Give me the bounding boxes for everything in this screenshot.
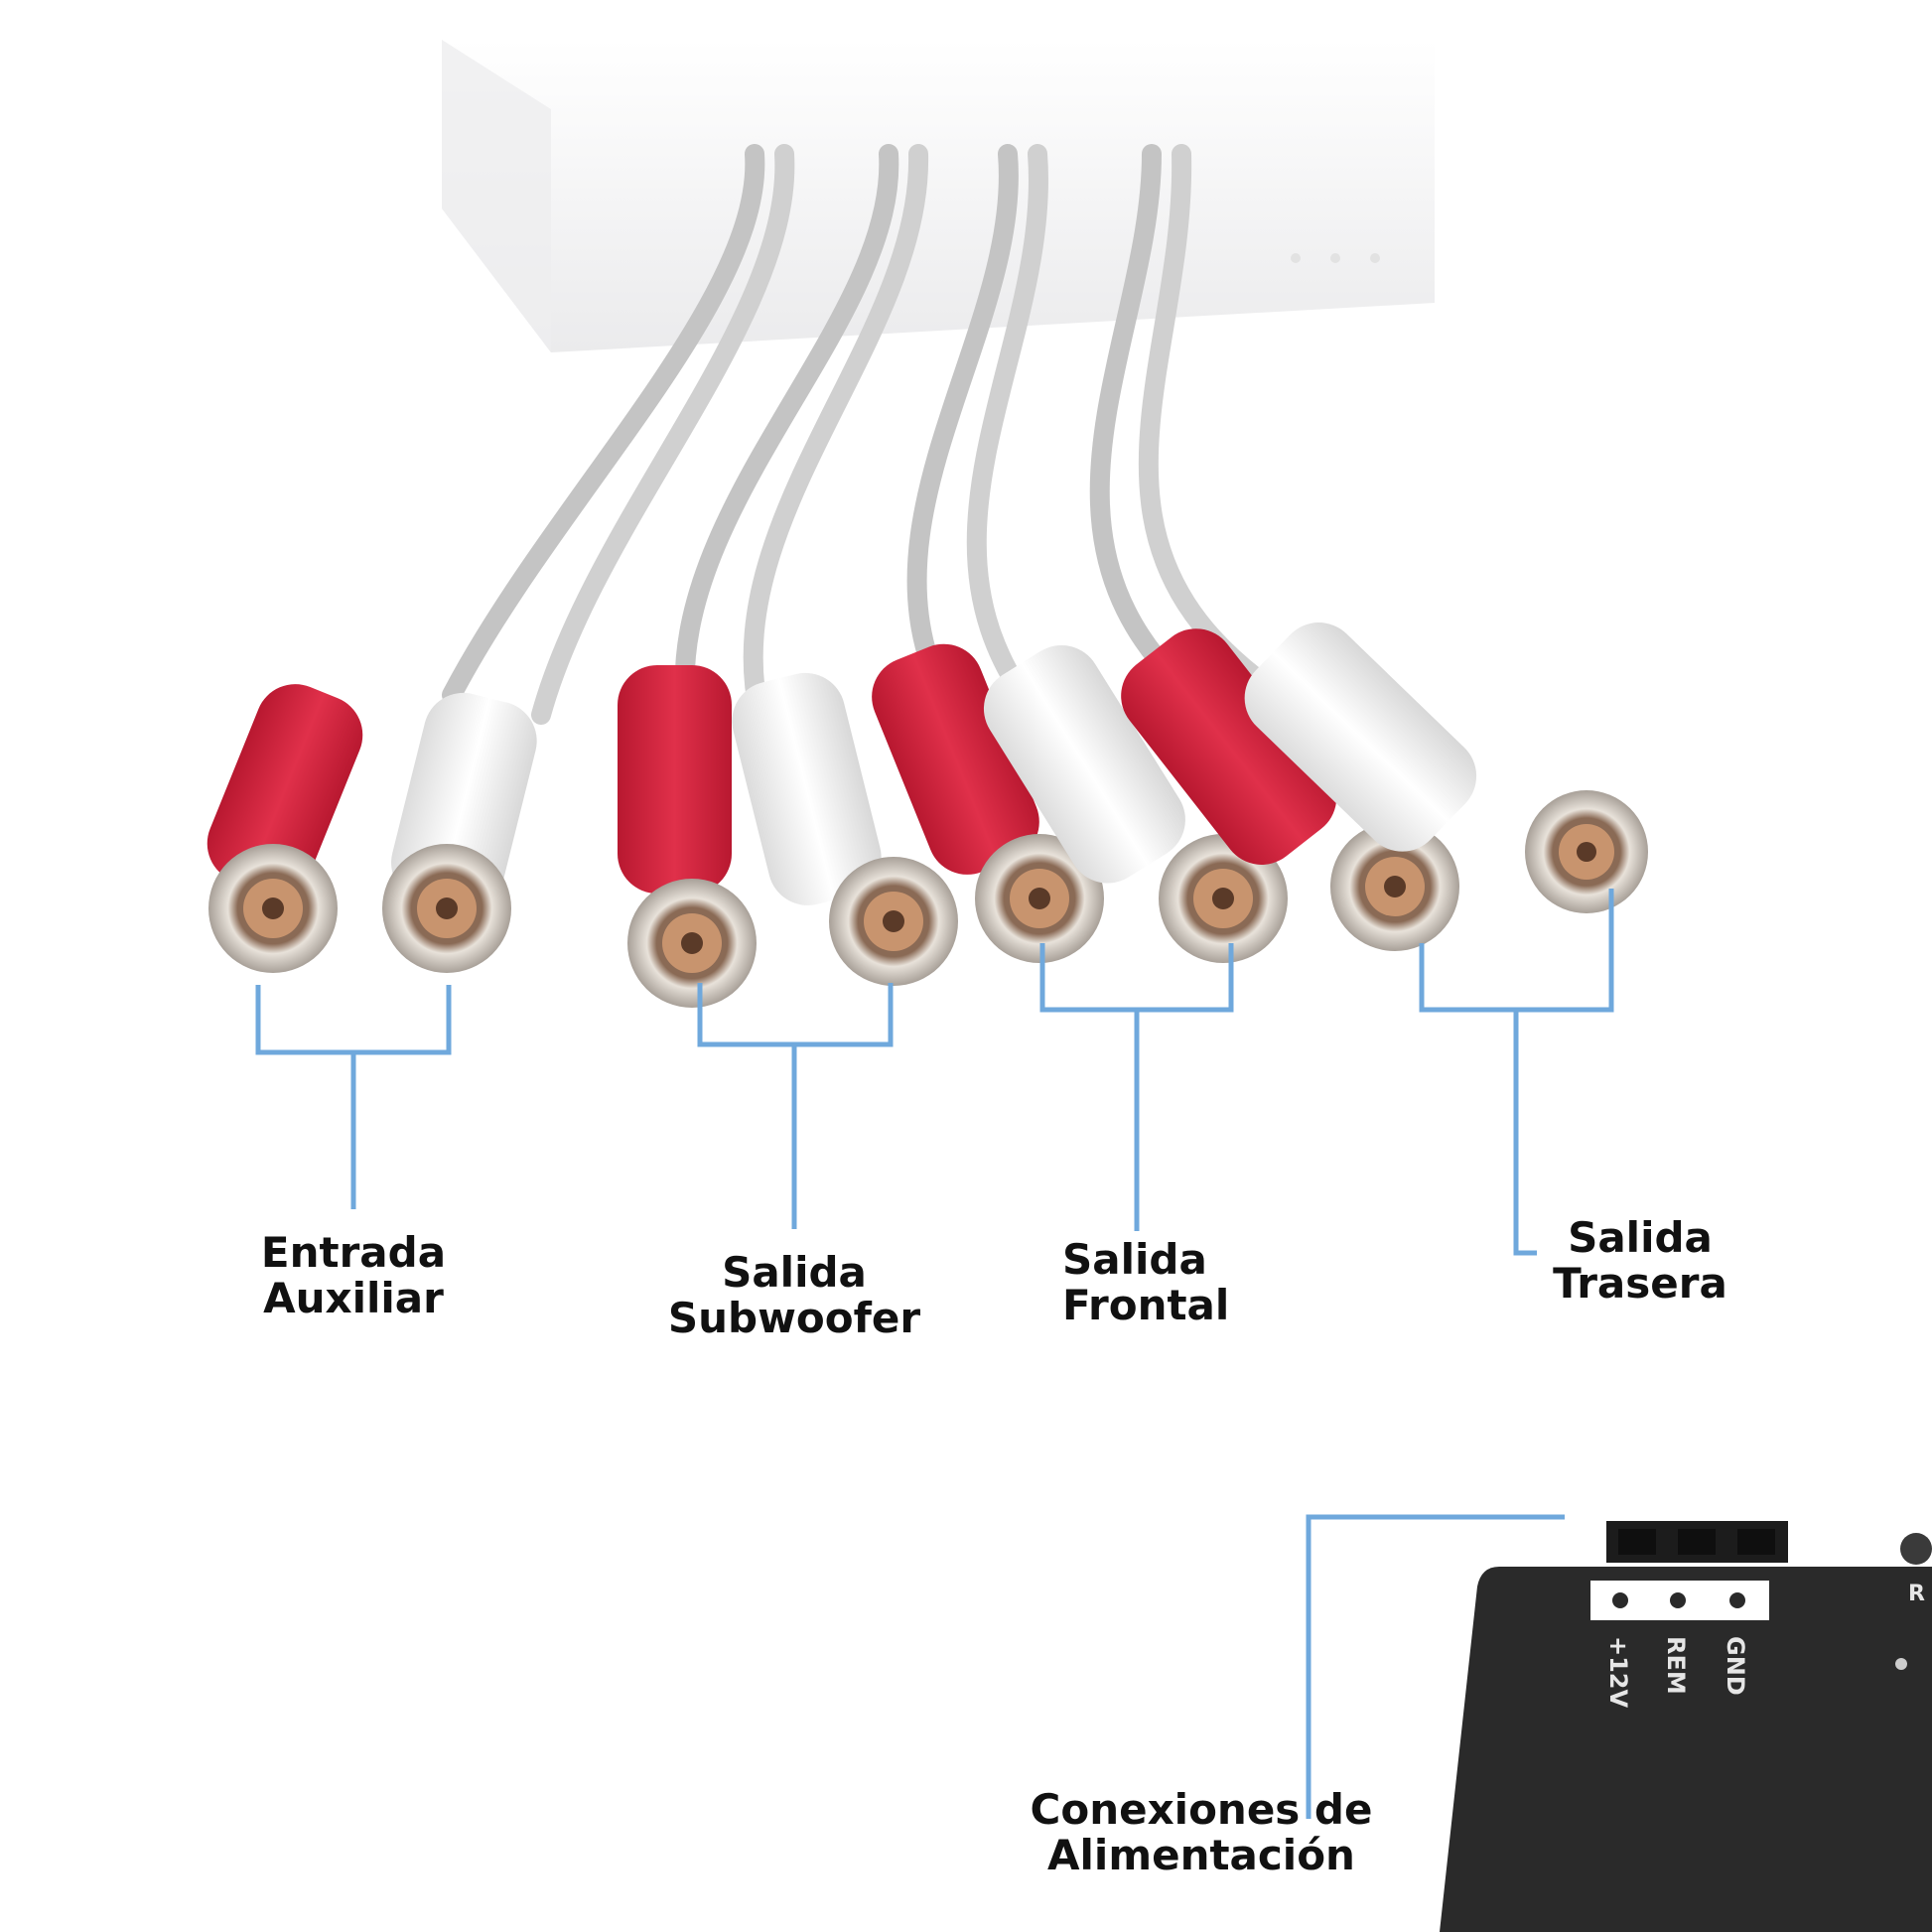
label-rear-line1: Salida (1568, 1213, 1713, 1262)
cable-sub-red (674, 144, 899, 705)
label-rear-output: Salida Trasera (1551, 1215, 1729, 1307)
cable-rear-red (1089, 144, 1181, 685)
cable-sub-white (743, 144, 929, 725)
label-front-line2: Frontal (1062, 1281, 1230, 1329)
power-module: +12V REM GND R (1440, 1521, 1932, 1932)
screw-terminal-icon (1670, 1592, 1686, 1608)
label-rear-line2: Trasera (1553, 1259, 1727, 1308)
cable-aux-red (442, 144, 765, 705)
pin-label-12v: +12V (1604, 1636, 1632, 1709)
label-front-output: Salida Frontal (1062, 1237, 1231, 1328)
screw-terminal-icon (1729, 1592, 1745, 1608)
screw-terminal-icon (1612, 1592, 1628, 1608)
pin-label-gnd: GND (1722, 1636, 1749, 1696)
rca-plug-aux-white (382, 692, 537, 973)
bracket-rear (1419, 889, 1614, 1256)
label-aux-input: Entrada Auxiliar (254, 1230, 453, 1321)
label-sub-line1: Salida (722, 1248, 867, 1297)
label-front-line1: Salida (1062, 1235, 1207, 1284)
rca-plug-rear-white (1244, 622, 1648, 913)
label-power-line2: Alimentación (1047, 1831, 1355, 1879)
label-aux-line1: Entrada (260, 1228, 447, 1277)
rca-plug-rear-red (1121, 628, 1459, 951)
rca-plug-sub-red (618, 665, 757, 1008)
cable-front-white (966, 144, 1048, 725)
rca-plug-front-white (983, 644, 1288, 963)
label-aux-line2: Auxiliar (263, 1274, 444, 1322)
rca-plug-aux-red (207, 684, 363, 973)
cable-rear-white (1138, 144, 1276, 695)
pin-label-rem: REM (1662, 1636, 1690, 1695)
module-edge-text: R (1908, 1582, 1925, 1606)
rca-plug-front-red (872, 643, 1104, 963)
cable-front-red (906, 144, 1019, 705)
bracket-aux (255, 985, 452, 1209)
bracket-sub (697, 983, 894, 1229)
cable-aux-white (531, 144, 795, 725)
bracket-power (1306, 1514, 1565, 1819)
callout-lines (255, 889, 1614, 1819)
label-sub-output: Salida Subwoofer (665, 1250, 923, 1341)
rca-plug-sub-white (732, 672, 958, 986)
label-power: Conexiones de Alimentación (1018, 1787, 1385, 1878)
cables (442, 144, 1276, 725)
processor-box (442, 40, 1435, 352)
label-power-line1: Conexiones de (1030, 1785, 1373, 1834)
label-sub-line2: Subwoofer (667, 1294, 921, 1342)
bracket-front (1039, 943, 1234, 1231)
